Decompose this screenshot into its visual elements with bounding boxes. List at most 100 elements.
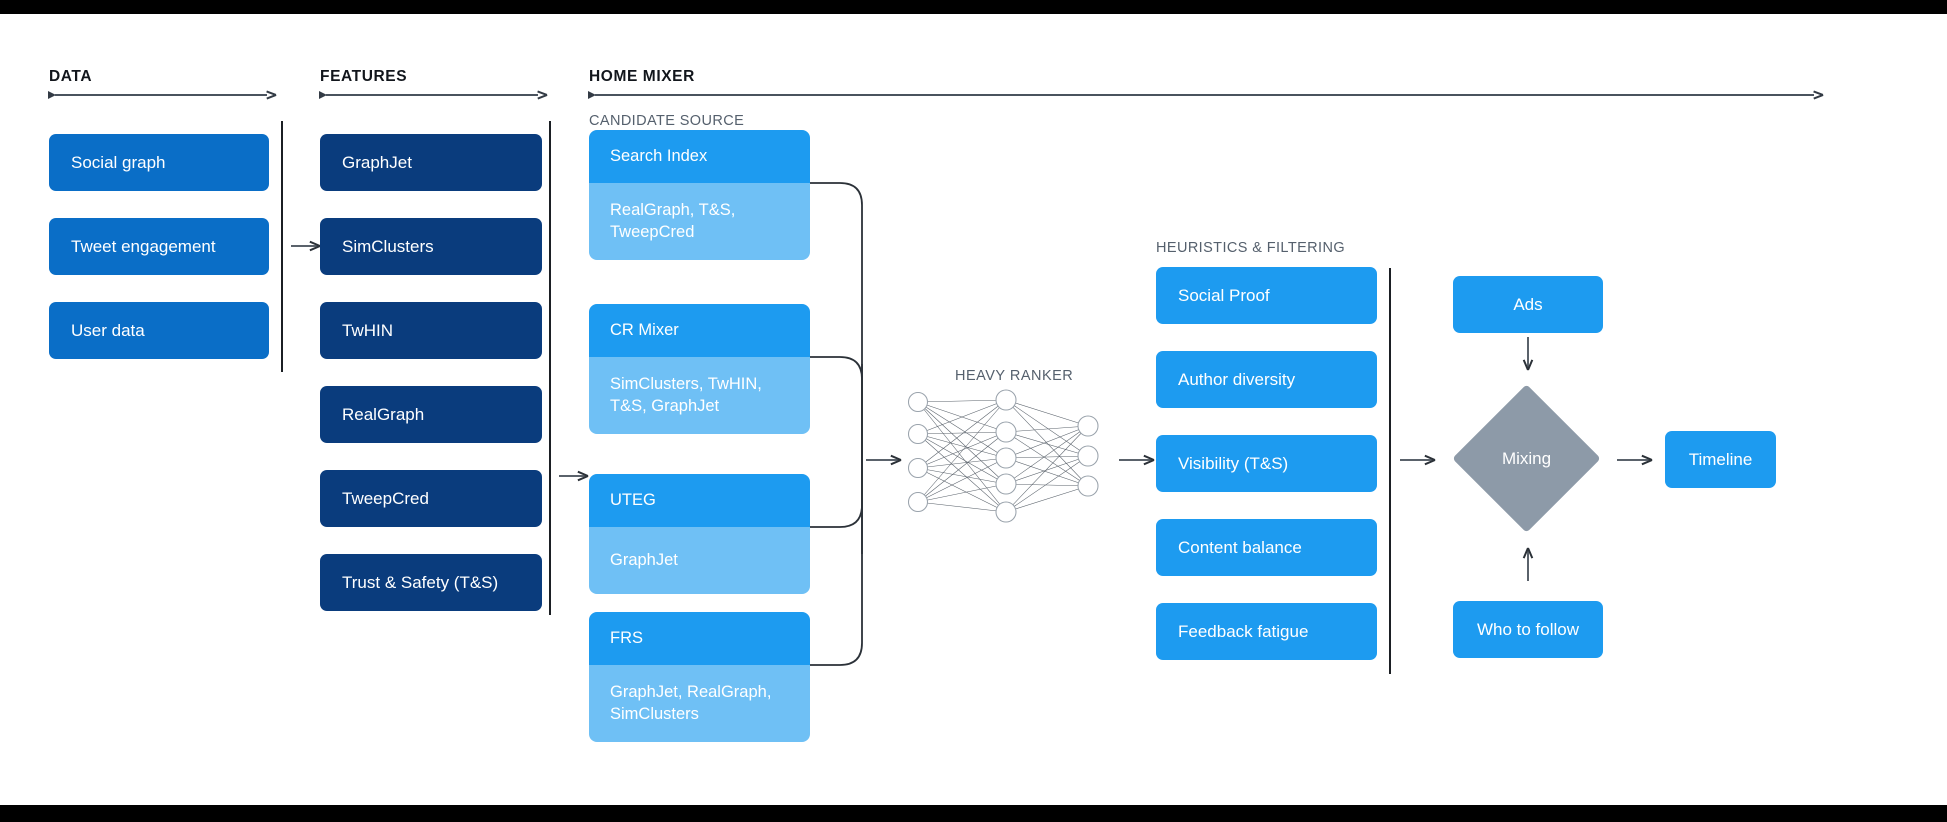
candidate-source-features: SimClusters, TwHIN, T&S, GraphJet <box>589 357 810 434</box>
candidate-source-card-frs[interactable]: FRS GraphJet, RealGraph, SimClusters <box>589 612 810 742</box>
subsection-title-candidate-source: CANDIDATE SOURCE <box>589 113 745 129</box>
candidate-source-card-search-index[interactable]: Search Index RealGraph, T&S, TweepCred <box>589 130 810 260</box>
mixing-label: Mixing <box>1501 448 1552 468</box>
network-edges <box>917 399 1089 513</box>
feature-box-graphjet[interactable]: GraphJet <box>320 134 542 191</box>
arrow-mixing-to-timeline <box>1617 454 1651 466</box>
axis-arrow-features <box>319 90 547 100</box>
candidate-source-name: UTEG <box>589 474 810 527</box>
arrow-shaft <box>1400 459 1434 461</box>
feature-box-twhin[interactable]: TwHIN <box>320 302 542 359</box>
data-box-label: User data <box>71 320 145 340</box>
heuristic-box-content-balance[interactable]: Content balance <box>1156 519 1377 576</box>
arrow-shaft <box>1527 337 1529 369</box>
arrow-head-icon <box>309 240 320 252</box>
subsection-title-heuristics: HEURISTICS & FILTERING <box>1156 240 1345 256</box>
arrow-head-icon <box>1522 548 1534 559</box>
heuristic-box-social-proof[interactable]: Social Proof <box>1156 267 1377 324</box>
axis-arrowhead-icon <box>537 90 547 100</box>
axis-bar <box>326 94 538 96</box>
output-box-label: Ads <box>1513 294 1543 314</box>
heuristic-box-label: Author diversity <box>1178 369 1296 389</box>
output-box-who-to-follow[interactable]: Who to follow <box>1453 601 1603 658</box>
arrow-shaft <box>559 475 587 477</box>
axis-tail-icon <box>48 91 56 99</box>
arrow-shaft <box>1527 549 1529 581</box>
arrow-head-icon <box>1522 359 1534 370</box>
arrow-shaft <box>1617 459 1651 461</box>
candidate-source-features: GraphJet, RealGraph, SimClusters <box>589 665 810 742</box>
output-box-ads[interactable]: Ads <box>1453 276 1603 333</box>
divider-data-features <box>281 121 283 372</box>
axis-arrowhead-icon <box>1813 90 1823 100</box>
heuristic-box-visibility[interactable]: Visibility (T&S) <box>1156 435 1377 492</box>
feature-box-label: TweepCred <box>342 488 429 508</box>
candidate-source-name: FRS <box>589 612 810 665</box>
arrow-head-icon <box>1641 454 1652 466</box>
arrow-ads-to-mixing <box>1522 337 1534 369</box>
section-title-data: DATA <box>49 68 93 85</box>
arrow-head-icon <box>1143 454 1154 466</box>
arrow-features-to-candidate-source <box>559 470 587 482</box>
candidate-source-card-uteg[interactable]: UTEG GraphJet <box>589 474 810 594</box>
divider-features-homemixer <box>549 121 551 615</box>
data-box-tweet-engagement[interactable]: Tweet engagement <box>49 218 269 275</box>
axis-tail-icon <box>588 91 596 99</box>
section-title-features: FEATURES <box>320 68 408 85</box>
diagram-stage: DATA FEATURES HOME MIXER CANDIDATE SOURC… <box>0 14 1947 805</box>
feature-box-label: SimClusters <box>342 236 434 256</box>
feature-box-trust-and-safety[interactable]: Trust & Safety (T&S) <box>320 554 542 611</box>
arrow-who-to-follow-to-mixing <box>1522 549 1534 581</box>
arrow-head-icon <box>1424 454 1435 466</box>
heuristic-box-label: Social Proof <box>1178 285 1270 305</box>
feature-box-label: Trust & Safety (T&S) <box>342 572 499 592</box>
heuristic-box-author-diversity[interactable]: Author diversity <box>1156 351 1377 408</box>
connector-uteg <box>810 454 863 528</box>
feature-box-tweepcred[interactable]: TweepCred <box>320 470 542 527</box>
heuristic-box-label: Content balance <box>1178 537 1302 557</box>
heuristic-box-label: Visibility (T&S) <box>1178 453 1289 473</box>
network-nodes <box>907 389 1099 523</box>
data-box-label: Social graph <box>71 152 166 172</box>
data-box-label: Tweet engagement <box>71 236 216 256</box>
feature-box-label: TwHIN <box>342 320 393 340</box>
output-box-label: Timeline <box>1688 449 1753 469</box>
arrow-shaft <box>866 459 900 461</box>
arrow-heuristics-to-mixing <box>1400 454 1434 466</box>
section-title-home-mixer: HOME MIXER <box>589 68 695 85</box>
connector-cr-mixer <box>810 356 863 454</box>
axis-bar <box>55 94 267 96</box>
arrow-heavy-ranker-to-heuristics <box>1119 454 1153 466</box>
mixing-label-wrap: Mixing <box>1474 406 1579 511</box>
arrow-shaft <box>1119 459 1153 461</box>
heavy-ranker-network <box>907 389 1099 523</box>
arrow-shaft <box>291 245 319 247</box>
connector-frs <box>810 454 863 666</box>
arrow-head-icon <box>577 470 588 482</box>
candidate-source-name: CR Mixer <box>589 304 810 357</box>
candidate-source-card-cr-mixer[interactable]: CR Mixer SimClusters, TwHIN, T&S, GraphJ… <box>589 304 810 434</box>
axis-arrow-home-mixer <box>588 90 1823 100</box>
subsection-title-heavy-ranker: HEAVY RANKER <box>955 368 1074 384</box>
heuristic-box-label: Feedback fatigue <box>1178 621 1309 641</box>
heuristic-box-feedback-fatigue[interactable]: Feedback fatigue <box>1156 603 1377 660</box>
feature-box-realgraph[interactable]: RealGraph <box>320 386 542 443</box>
feature-box-label: GraphJet <box>342 152 412 172</box>
data-box-social-graph[interactable]: Social graph <box>49 134 269 191</box>
candidate-source-features: RealGraph, T&S, TweepCred <box>589 183 810 260</box>
axis-arrow-data <box>48 90 276 100</box>
axis-arrowhead-icon <box>266 90 276 100</box>
axis-tail-icon <box>319 91 327 99</box>
arrow-candidate-source-to-heavy-ranker <box>866 454 900 466</box>
data-box-user-data[interactable]: User data <box>49 302 269 359</box>
arrow-data-to-features <box>291 240 319 252</box>
feature-box-simclusters[interactable]: SimClusters <box>320 218 542 275</box>
diagram-sheet: DATA FEATURES HOME MIXER CANDIDATE SOURC… <box>0 14 1947 805</box>
axis-bar <box>595 94 1814 96</box>
mixing-diamond[interactable]: Mixing <box>1452 384 1601 533</box>
divider-heuristics-mixing <box>1389 268 1391 674</box>
output-box-timeline[interactable]: Timeline <box>1665 431 1776 488</box>
candidate-source-name: Search Index <box>589 130 810 183</box>
feature-box-label: RealGraph <box>342 404 425 424</box>
